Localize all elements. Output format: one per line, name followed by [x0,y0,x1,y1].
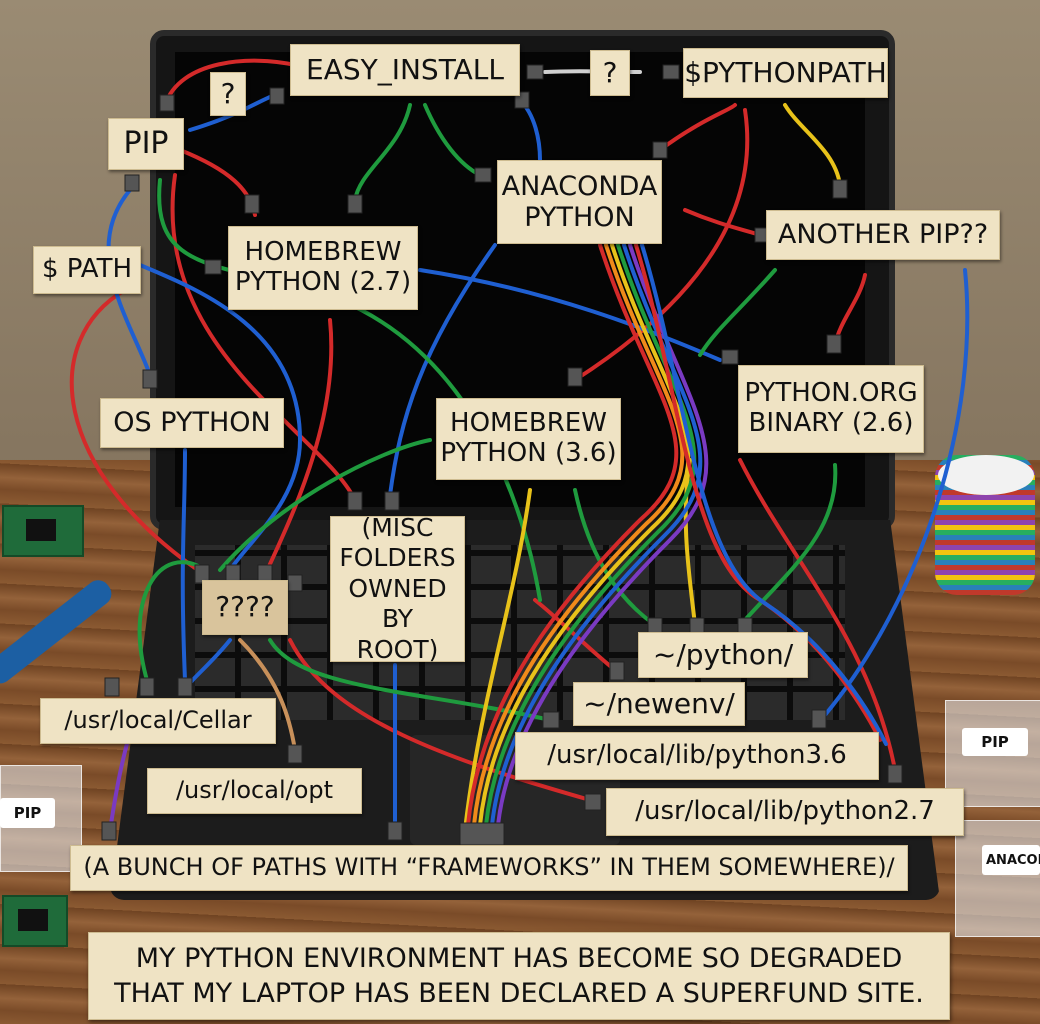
label-question-right: ? [590,50,630,96]
label-anaconda-python: ANACONDA PYTHON [497,160,662,244]
rainbow-ribbon-cable [466,243,888,827]
label-unknown-paths: ???? [202,580,288,635]
label-usr-local-lib-python27: /usr/local/lib/python2.7 [606,788,964,836]
bag-tag-anaconda: ANACON [982,845,1040,875]
label-home-python: ~/python/ [638,632,808,678]
label-usr-local-opt: /usr/local/opt [147,768,362,814]
label-misc-folders-owned-by-root: (MISC FOLDERS OWNED BY ROOT) [330,513,465,664]
label-usr-local-lib-python36: /usr/local/lib/python3.6 [515,732,879,780]
label-python-org-binary-26: PYTHON.ORG BINARY (2.6) [738,365,924,453]
label-frameworks-paths: (A BUNCH OF PATHS WITH “FRAMEWORKS” IN T… [70,845,908,891]
label-easy-install: EASY_INSTALL [290,44,520,96]
spool-top [938,455,1034,495]
bag-tag-pip-right: PIP [962,728,1028,756]
bag-bottom-right [955,820,1040,937]
label-homebrew-python-27: HOMEBREW PYTHON (2.7) [228,226,418,310]
circuit-board-left [2,505,84,557]
cable-plugs [101,64,903,841]
comic-caption: MY PYTHON ENVIRONMENT HAS BECOME SO DEGR… [88,932,950,1020]
bag-tag-pip-left: PIP [0,798,55,828]
label-os-python: OS PYTHON [100,398,284,448]
label-question-left: ? [210,72,246,116]
label-usr-local-cellar: /usr/local/Cellar [40,698,276,744]
label-pythonpath: $PYTHONPATH [683,48,888,98]
label-another-pip: ANOTHER PIP?? [766,210,1000,260]
circuit-board-bottom [2,895,68,947]
label-newenv: ~/newenv/ [573,682,745,726]
label-homebrew-python-36: HOMEBREW PYTHON (3.6) [436,398,621,480]
label-path: $ PATH [33,246,141,294]
label-pip: PIP [108,118,184,170]
